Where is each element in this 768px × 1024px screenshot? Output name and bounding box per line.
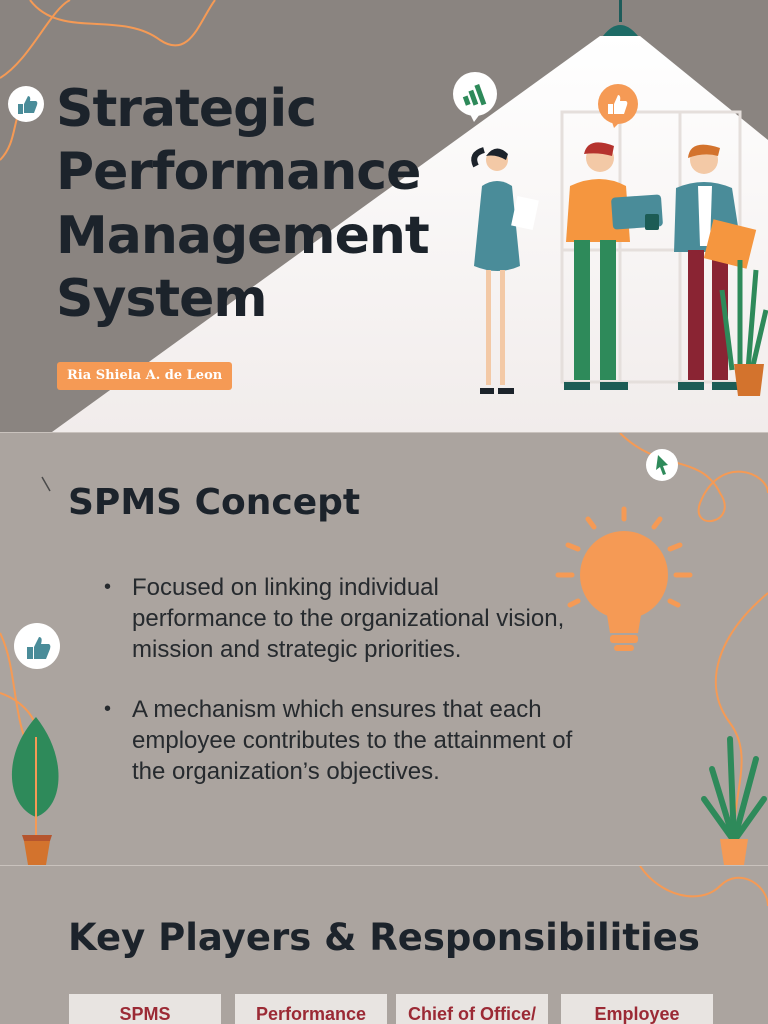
player-card-spms[interactable]: SPMS	[69, 994, 221, 1024]
title-slide: Strategic Performance Management System …	[0, 0, 768, 432]
section-heading: Key Players & Responsibilities	[68, 916, 700, 959]
title-line: Strategic	[56, 79, 317, 139]
thumbs-up-icon	[14, 623, 60, 669]
decorative-squiggles	[639, 866, 768, 907]
list-item: A mechanism which ensures that each empl…	[104, 694, 574, 787]
thumbs-up-icon	[8, 86, 44, 122]
bullet-list: Focused on linking individual performanc…	[104, 572, 574, 816]
title-line: System	[56, 269, 268, 330]
plant-icon	[11, 717, 59, 865]
slide-divider	[0, 865, 768, 866]
slide-title: Strategic Performance Management System	[56, 78, 456, 332]
section-heading: SPMS Concept	[68, 482, 361, 523]
plant-icon	[701, 736, 767, 865]
thumbs-up-icon	[598, 84, 638, 128]
cursor-icon	[646, 449, 678, 481]
title-line: Management	[56, 205, 430, 266]
slide-divider	[0, 432, 768, 433]
player-card-employee[interactable]: Employee	[561, 994, 713, 1024]
key-players-cards: SPMS Performance Chief of Office/ Employ…	[69, 994, 719, 1024]
player-card-performance[interactable]: Performance	[235, 994, 387, 1024]
bar-chart-icon	[453, 72, 497, 122]
player-card-chief-of-office[interactable]: Chief of Office/	[396, 994, 548, 1024]
author-badge: Ria Shiela A. de Leon	[57, 362, 233, 390]
team-illustration	[471, 142, 768, 396]
list-item: Focused on linking individual performanc…	[104, 572, 574, 665]
lightbulb-icon	[555, 506, 693, 651]
title-line: Performance	[56, 142, 421, 203]
